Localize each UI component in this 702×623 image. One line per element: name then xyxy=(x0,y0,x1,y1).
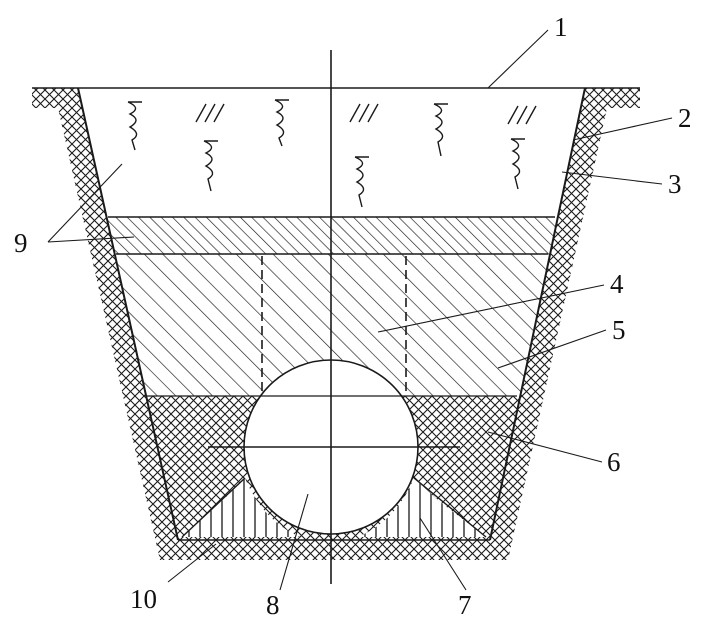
label-4: 4 xyxy=(610,269,624,299)
label-9: 9 xyxy=(14,228,28,258)
trench-wall-left xyxy=(77,87,179,541)
label-7: 7 xyxy=(458,590,472,620)
soil-slash-icon xyxy=(507,105,537,125)
soil-slash-icon xyxy=(349,103,379,123)
vegetation-symbols xyxy=(127,99,537,208)
leader-lines xyxy=(47,29,673,591)
bedding-layer xyxy=(181,477,487,538)
trench-wall-right xyxy=(489,87,586,541)
thin-layer-band xyxy=(78,217,585,254)
label-3: 3 xyxy=(668,169,682,199)
surrounding-soil-layer xyxy=(32,88,640,560)
label-6: 6 xyxy=(607,447,621,477)
label-10: 10 xyxy=(130,584,157,614)
grass-squiggle-icon xyxy=(354,156,369,208)
grass-squiggle-icon xyxy=(274,99,289,147)
label-5: 5 xyxy=(612,315,626,345)
grass-squiggle-icon xyxy=(510,138,525,190)
label-8: 8 xyxy=(266,590,280,620)
label-1: 1 xyxy=(554,12,568,42)
grass-squiggle-icon xyxy=(127,101,142,151)
label-2: 2 xyxy=(678,103,692,133)
soil-slash-icon xyxy=(195,103,225,123)
grass-squiggle-icon xyxy=(433,103,448,157)
grass-squiggle-icon xyxy=(203,140,218,192)
